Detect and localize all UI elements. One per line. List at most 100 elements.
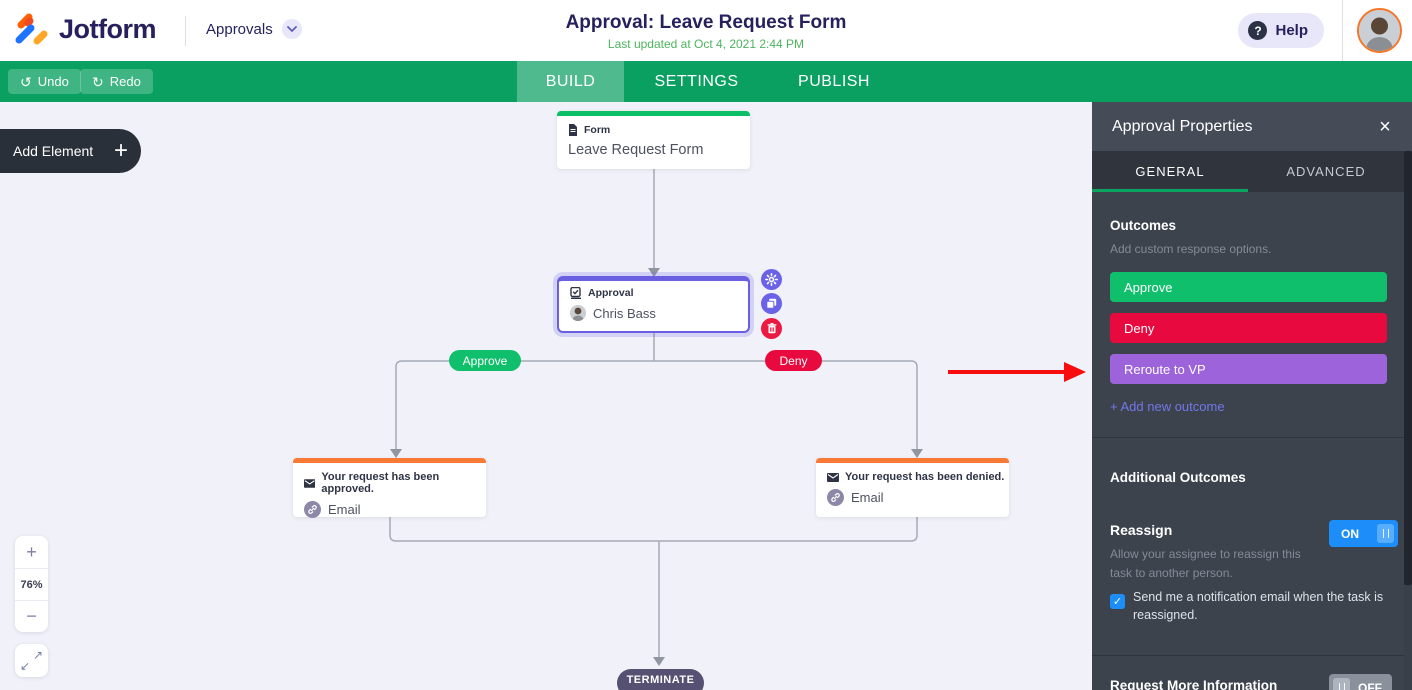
envelope-icon	[827, 472, 839, 482]
main-tabs: BUILD SETTINGS PUBLISH	[517, 61, 899, 102]
terminate-node[interactable]: TERMINATE	[617, 669, 704, 690]
add-new-outcome-link[interactable]: + Add new outcome	[1110, 399, 1225, 414]
panel-tabs: GENERAL ADVANCED	[1092, 151, 1404, 192]
zoom-controls: + 76% −	[15, 536, 48, 632]
redo-button[interactable]: ↻ Redo	[80, 69, 153, 94]
outcomes-description: Add custom response options.	[1110, 242, 1272, 256]
email-denied-node[interactable]: Your request has been denied. Email	[816, 458, 1009, 517]
header-divider	[1342, 0, 1343, 61]
email-node-type: Email	[851, 490, 884, 505]
panel-tab-advanced[interactable]: ADVANCED	[1286, 164, 1366, 179]
toggle-handle	[1333, 678, 1350, 690]
tab-publish[interactable]: PUBLISH	[798, 72, 870, 90]
help-label: Help	[1275, 22, 1308, 39]
check-icon: ✓	[1112, 596, 1123, 608]
panel-scrollbar-track	[1404, 151, 1412, 690]
email-approved-node[interactable]: Your request has been approved. Email	[293, 458, 486, 518]
chevron-down-icon	[281, 19, 302, 39]
approval-node[interactable]: Approval Chris Bass	[557, 276, 750, 333]
link-icon	[304, 501, 321, 518]
toggle-on-label: ON	[1341, 526, 1359, 541]
expand-icon: ↙	[20, 659, 31, 673]
zoom-level: 76%	[15, 568, 48, 600]
brand-wordmark: Jotform	[59, 13, 157, 44]
node-delete-button[interactable]	[761, 318, 782, 339]
section-divider	[1092, 437, 1404, 438]
approval-stamp-icon	[570, 287, 581, 299]
close-icon[interactable]: ×	[1379, 115, 1391, 138]
email-node-title: Your request has been approved.	[321, 471, 440, 495]
email-node-type: Email	[328, 502, 361, 517]
gear-icon	[765, 273, 778, 286]
redo-icon: ↻	[92, 73, 104, 90]
panel-scrollbar-thumb[interactable]	[1404, 151, 1412, 585]
request-more-info-toggle[interactable]: OFF	[1329, 674, 1392, 690]
zoom-out-button[interactable]: −	[15, 600, 48, 632]
toggle-handle	[1377, 524, 1394, 543]
jotform-logo-icon	[15, 13, 48, 45]
redo-label: Redo	[109, 74, 141, 89]
header-divider	[185, 16, 186, 46]
envelope-icon	[304, 478, 316, 488]
product-label: Approvals	[206, 20, 273, 38]
panel-tab-general[interactable]: GENERAL	[1092, 151, 1248, 192]
last-updated-text: Last updated at Oct 4, 2021 2:44 PM	[607, 37, 805, 51]
question-mark-icon: ?	[1248, 21, 1268, 40]
top-header: Jotform Approvals Approval: Leave Reques…	[0, 0, 1412, 61]
approvals-dropdown[interactable]: Approvals	[206, 19, 302, 39]
add-element-button[interactable]: Add Element +	[0, 129, 141, 173]
node-settings-button[interactable]	[761, 269, 782, 290]
jotform-logo[interactable]: Jotform	[14, 11, 157, 47]
help-button[interactable]: ? Help	[1238, 13, 1324, 48]
document-icon	[569, 124, 577, 136]
notification-checkbox-label[interactable]: Send me a notification email when the ta…	[1133, 590, 1384, 623]
form-node[interactable]: Form Leave Request Form	[557, 111, 750, 169]
panel-header: Approval Properties ×	[1092, 102, 1412, 151]
reassign-toggle[interactable]: ON	[1329, 520, 1398, 547]
request-more-info-heading: Request More Information	[1110, 678, 1278, 690]
trash-icon	[767, 323, 776, 334]
tab-settings[interactable]: SETTINGS	[654, 72, 739, 90]
form-node-accent	[557, 111, 750, 116]
build-toolbar: ↺ Undo ↻ Redo BUILD SETTINGS PUBLISH	[0, 61, 1412, 102]
undo-icon: ↺	[20, 73, 32, 90]
undo-button[interactable]: ↺ Undo	[8, 69, 81, 94]
section-divider	[1092, 655, 1404, 656]
toggle-off-label: OFF	[1358, 680, 1382, 690]
avatar-photo-icon	[1359, 10, 1400, 51]
email-node-title: Your request has been denied.	[845, 471, 1005, 483]
expand-icon: ↗	[32, 648, 43, 662]
outcomes-heading: Outcomes	[1110, 218, 1177, 233]
outcome-approve-button[interactable]: Approve	[1110, 272, 1387, 302]
zoom-in-button[interactable]: +	[15, 536, 48, 568]
plus-icon: +	[26, 541, 37, 562]
outcome-deny-button[interactable]: Deny	[1110, 313, 1387, 343]
form-node-title: Leave Request Form	[568, 142, 704, 158]
copy-icon	[766, 298, 777, 309]
approval-properties-panel: Approval Properties × GENERAL ADVANCED O…	[1092, 102, 1412, 690]
link-icon	[827, 489, 844, 506]
branch-approve-pill[interactable]: Approve	[449, 350, 521, 371]
annotation-arrow	[948, 362, 1086, 382]
reassign-heading: Reassign	[1110, 522, 1173, 538]
notification-checkbox[interactable]: ✓	[1110, 594, 1125, 609]
branch-deny-pill[interactable]: Deny	[765, 350, 822, 371]
assignee-avatar	[570, 305, 586, 321]
approval-node-type: Approval	[588, 287, 634, 299]
additional-outcomes-heading: Additional Outcomes	[1110, 470, 1246, 485]
node-duplicate-button[interactable]	[761, 293, 782, 314]
minus-icon: −	[26, 606, 37, 626]
user-avatar[interactable]	[1357, 8, 1402, 53]
plus-icon: +	[113, 137, 128, 164]
form-node-type: Form	[584, 124, 611, 136]
undo-label: Undo	[37, 74, 69, 89]
fit-to-screen-button[interactable]: ↗ ↙	[15, 644, 48, 677]
tab-build[interactable]: BUILD	[517, 61, 624, 102]
add-element-label: Add Element	[13, 143, 94, 159]
email-node-accent	[816, 458, 1009, 463]
outcome-reroute-button[interactable]: Reroute to VP	[1110, 354, 1387, 384]
email-node-accent	[293, 458, 486, 463]
assignee-name: Chris Bass	[593, 305, 656, 321]
panel-title: Approval Properties	[1112, 117, 1253, 135]
